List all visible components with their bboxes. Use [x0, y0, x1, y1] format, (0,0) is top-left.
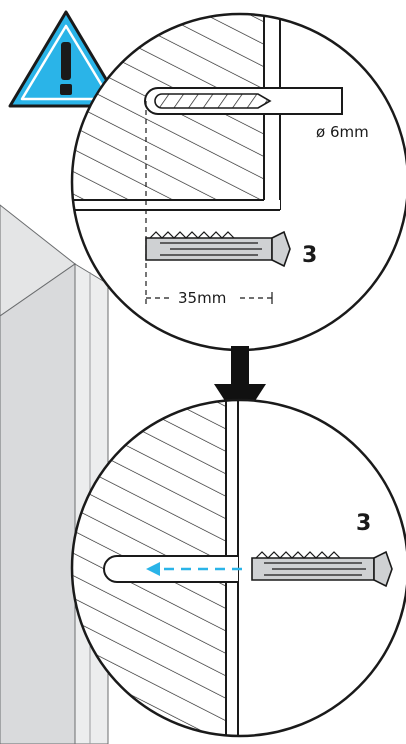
- top-detail-circle: ø 6mm 35mm 3: [70, 12, 406, 352]
- cabinet-side-panel: [0, 263, 76, 744]
- warning-triangle-icon: [8, 10, 124, 108]
- wall-plug-bottom: [251, 550, 393, 588]
- insert-direction-arrow: [146, 562, 242, 576]
- plug-quantity-top: 3: [302, 243, 317, 268]
- plug-quantity-bottom: 3: [356, 511, 371, 536]
- cabinet-illustration: [0, 204, 109, 744]
- depth-label: 35mm: [178, 289, 226, 307]
- drill-diameter-label: ø 6mm: [316, 123, 369, 141]
- wall-plug-top: [145, 230, 291, 268]
- bottom-detail-circle: 3: [70, 398, 406, 738]
- drill-bit-icon: [154, 93, 272, 109]
- depth-dimension: [146, 292, 273, 304]
